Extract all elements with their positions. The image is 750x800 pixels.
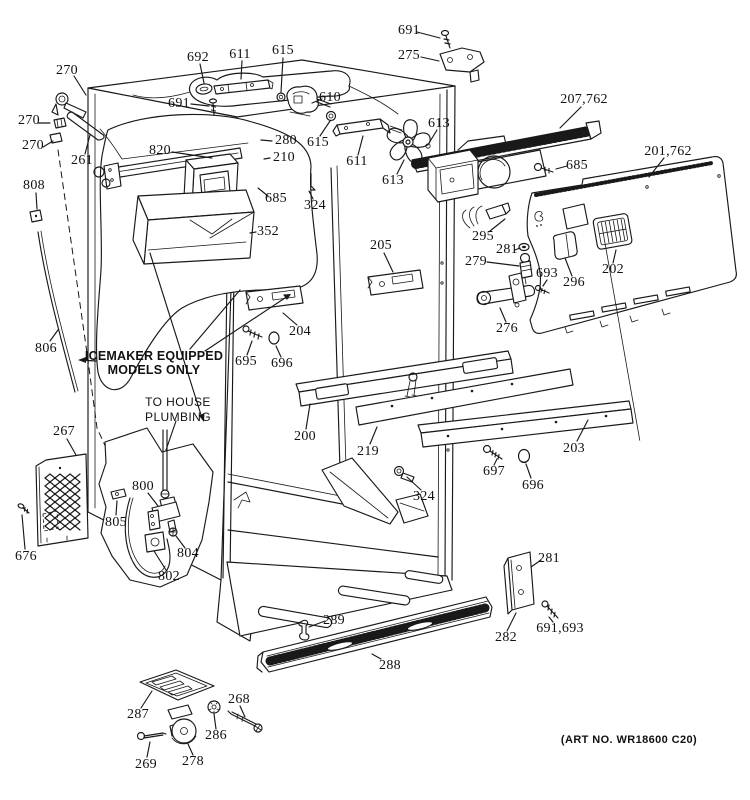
part-label-219: 219 (357, 444, 379, 459)
part-label-201-762: 201,762 (644, 144, 692, 159)
part-label-276: 276 (496, 321, 518, 336)
part-label-804: 804 (177, 546, 199, 561)
part-label-806: 806 (35, 341, 57, 356)
part-label-204: 204 (289, 324, 311, 339)
part-label-695: 695 (235, 354, 257, 369)
part-label-676: 676 (15, 549, 37, 564)
part-label-200: 200 (294, 429, 316, 444)
art-number: (ART NO. WR18600 C20) (560, 734, 698, 746)
part-label-268: 268 (228, 692, 250, 707)
part-label-275: 275 (398, 48, 420, 63)
part-label-696: 696 (522, 478, 544, 493)
mid-brackets (242, 202, 550, 345)
part-label-270: 270 (56, 63, 78, 78)
part-label-800: 800 (132, 479, 154, 494)
part-label-278: 278 (182, 754, 204, 769)
bottom-parts (136, 551, 559, 745)
part-label-207-762: 207,762 (560, 92, 608, 107)
part-label-281: 281 (496, 242, 518, 257)
part-label-203: 203 (563, 441, 585, 456)
icemaker-area (93, 113, 318, 391)
part-label-287: 287 (127, 707, 149, 722)
part-label-820: 820 (149, 143, 171, 158)
part-label-691: 691 (168, 96, 190, 111)
part-label-352: 352 (257, 224, 279, 239)
part-label-691-693: 691,693 (536, 621, 584, 636)
kickplate-288 (256, 596, 493, 673)
part-label-286: 286 (205, 728, 227, 743)
side-panel-267 (17, 453, 89, 547)
part-label-296: 296 (563, 275, 585, 290)
plumbing-note: TO HOUSE PLUMBING (145, 395, 211, 425)
part-label-205: 205 (370, 238, 392, 253)
part-label-324: 324 (413, 489, 435, 504)
part-label-282: 282 (495, 630, 517, 645)
part-label-279: 279 (465, 254, 487, 269)
part-label-808: 808 (23, 178, 45, 193)
part-label-324: 324 (304, 198, 326, 213)
part-label-210: 210 (273, 150, 295, 165)
part-label-685: 685 (566, 158, 588, 173)
part-label-613: 613 (382, 173, 404, 188)
arrowheads (78, 294, 291, 422)
part-label-270: 270 (18, 113, 40, 128)
part-label-685: 685 (265, 191, 287, 206)
icemaker-note: ICEMAKER EQUIPPED MODELS ONLY (85, 349, 223, 377)
part-label-280: 280 (275, 133, 297, 148)
icemaker-note-line1: ICEMAKER EQUIPPED (84, 349, 224, 363)
part-label-611: 611 (229, 47, 251, 62)
cabinet-interior (226, 457, 453, 637)
part-label-202: 202 (602, 262, 624, 277)
evaporator-fan-assembly (386, 119, 507, 203)
part-label-615: 615 (307, 135, 329, 150)
part-label-267: 267 (53, 424, 75, 439)
part-label-261: 261 (71, 153, 93, 168)
part-label-295: 295 (472, 229, 494, 244)
part-label-281: 281 (538, 551, 560, 566)
leader-lines (21, 31, 665, 758)
part-label-613: 613 (428, 116, 450, 131)
part-label-289: 289 (323, 613, 345, 628)
part-label-270: 270 (22, 138, 44, 153)
plumbing-note-line2: PLUMBING (145, 410, 211, 424)
part-label-693: 693 (536, 266, 558, 281)
part-label-696: 696 (271, 356, 293, 371)
fan-blade-613 (386, 119, 431, 164)
icemaker-note-line2: MODELS ONLY (107, 363, 201, 377)
part-label-691: 691 (398, 23, 420, 38)
rear-panel-201-762 (526, 156, 737, 441)
vent-grille-202 (592, 213, 641, 441)
part-label-615: 615 (272, 43, 294, 58)
part-label-802: 802 (158, 569, 180, 584)
plumbing-note-line1: TO HOUSE (145, 395, 211, 409)
part-label-692: 692 (187, 50, 209, 65)
part-label-269: 269 (135, 757, 157, 772)
part-label-805: 805 (105, 515, 127, 530)
part-label-288: 288 (379, 658, 401, 673)
part-label-697: 697 (483, 464, 505, 479)
crossbars (295, 350, 634, 483)
part-label-611: 611 (346, 154, 368, 169)
part-label-610: 610 (319, 90, 341, 105)
